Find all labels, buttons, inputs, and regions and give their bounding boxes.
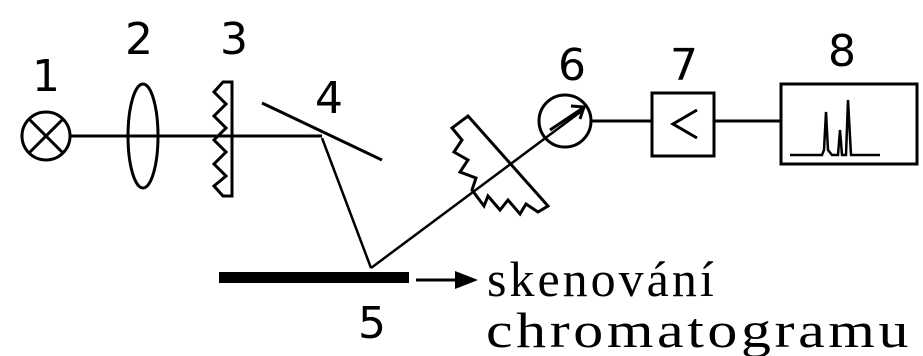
label-5: 5 xyxy=(358,298,386,349)
label-2: 2 xyxy=(125,14,153,65)
secondary-grating-icon xyxy=(449,113,551,217)
scan-arrow-icon xyxy=(416,271,478,289)
mirror-icon xyxy=(261,101,383,162)
label-1: 1 xyxy=(32,51,60,102)
lamp-icon xyxy=(20,110,72,162)
label-3: 3 xyxy=(220,14,248,65)
amplifier-icon xyxy=(650,91,716,158)
recorder-icon xyxy=(779,82,919,166)
detector-icon xyxy=(537,93,593,149)
chromatographic-plate xyxy=(219,272,409,283)
grating-icon xyxy=(211,80,234,198)
label-7: 7 xyxy=(670,40,698,91)
label-8: 8 xyxy=(828,26,856,77)
incident-beam xyxy=(320,137,373,269)
caption-line-2: chromatogramu xyxy=(486,302,912,356)
label-4: 4 xyxy=(315,73,343,124)
lens-icon xyxy=(126,82,160,190)
reflected-beam xyxy=(370,108,584,270)
label-6: 6 xyxy=(558,40,586,91)
caption-line-1: skenování xyxy=(487,251,717,307)
